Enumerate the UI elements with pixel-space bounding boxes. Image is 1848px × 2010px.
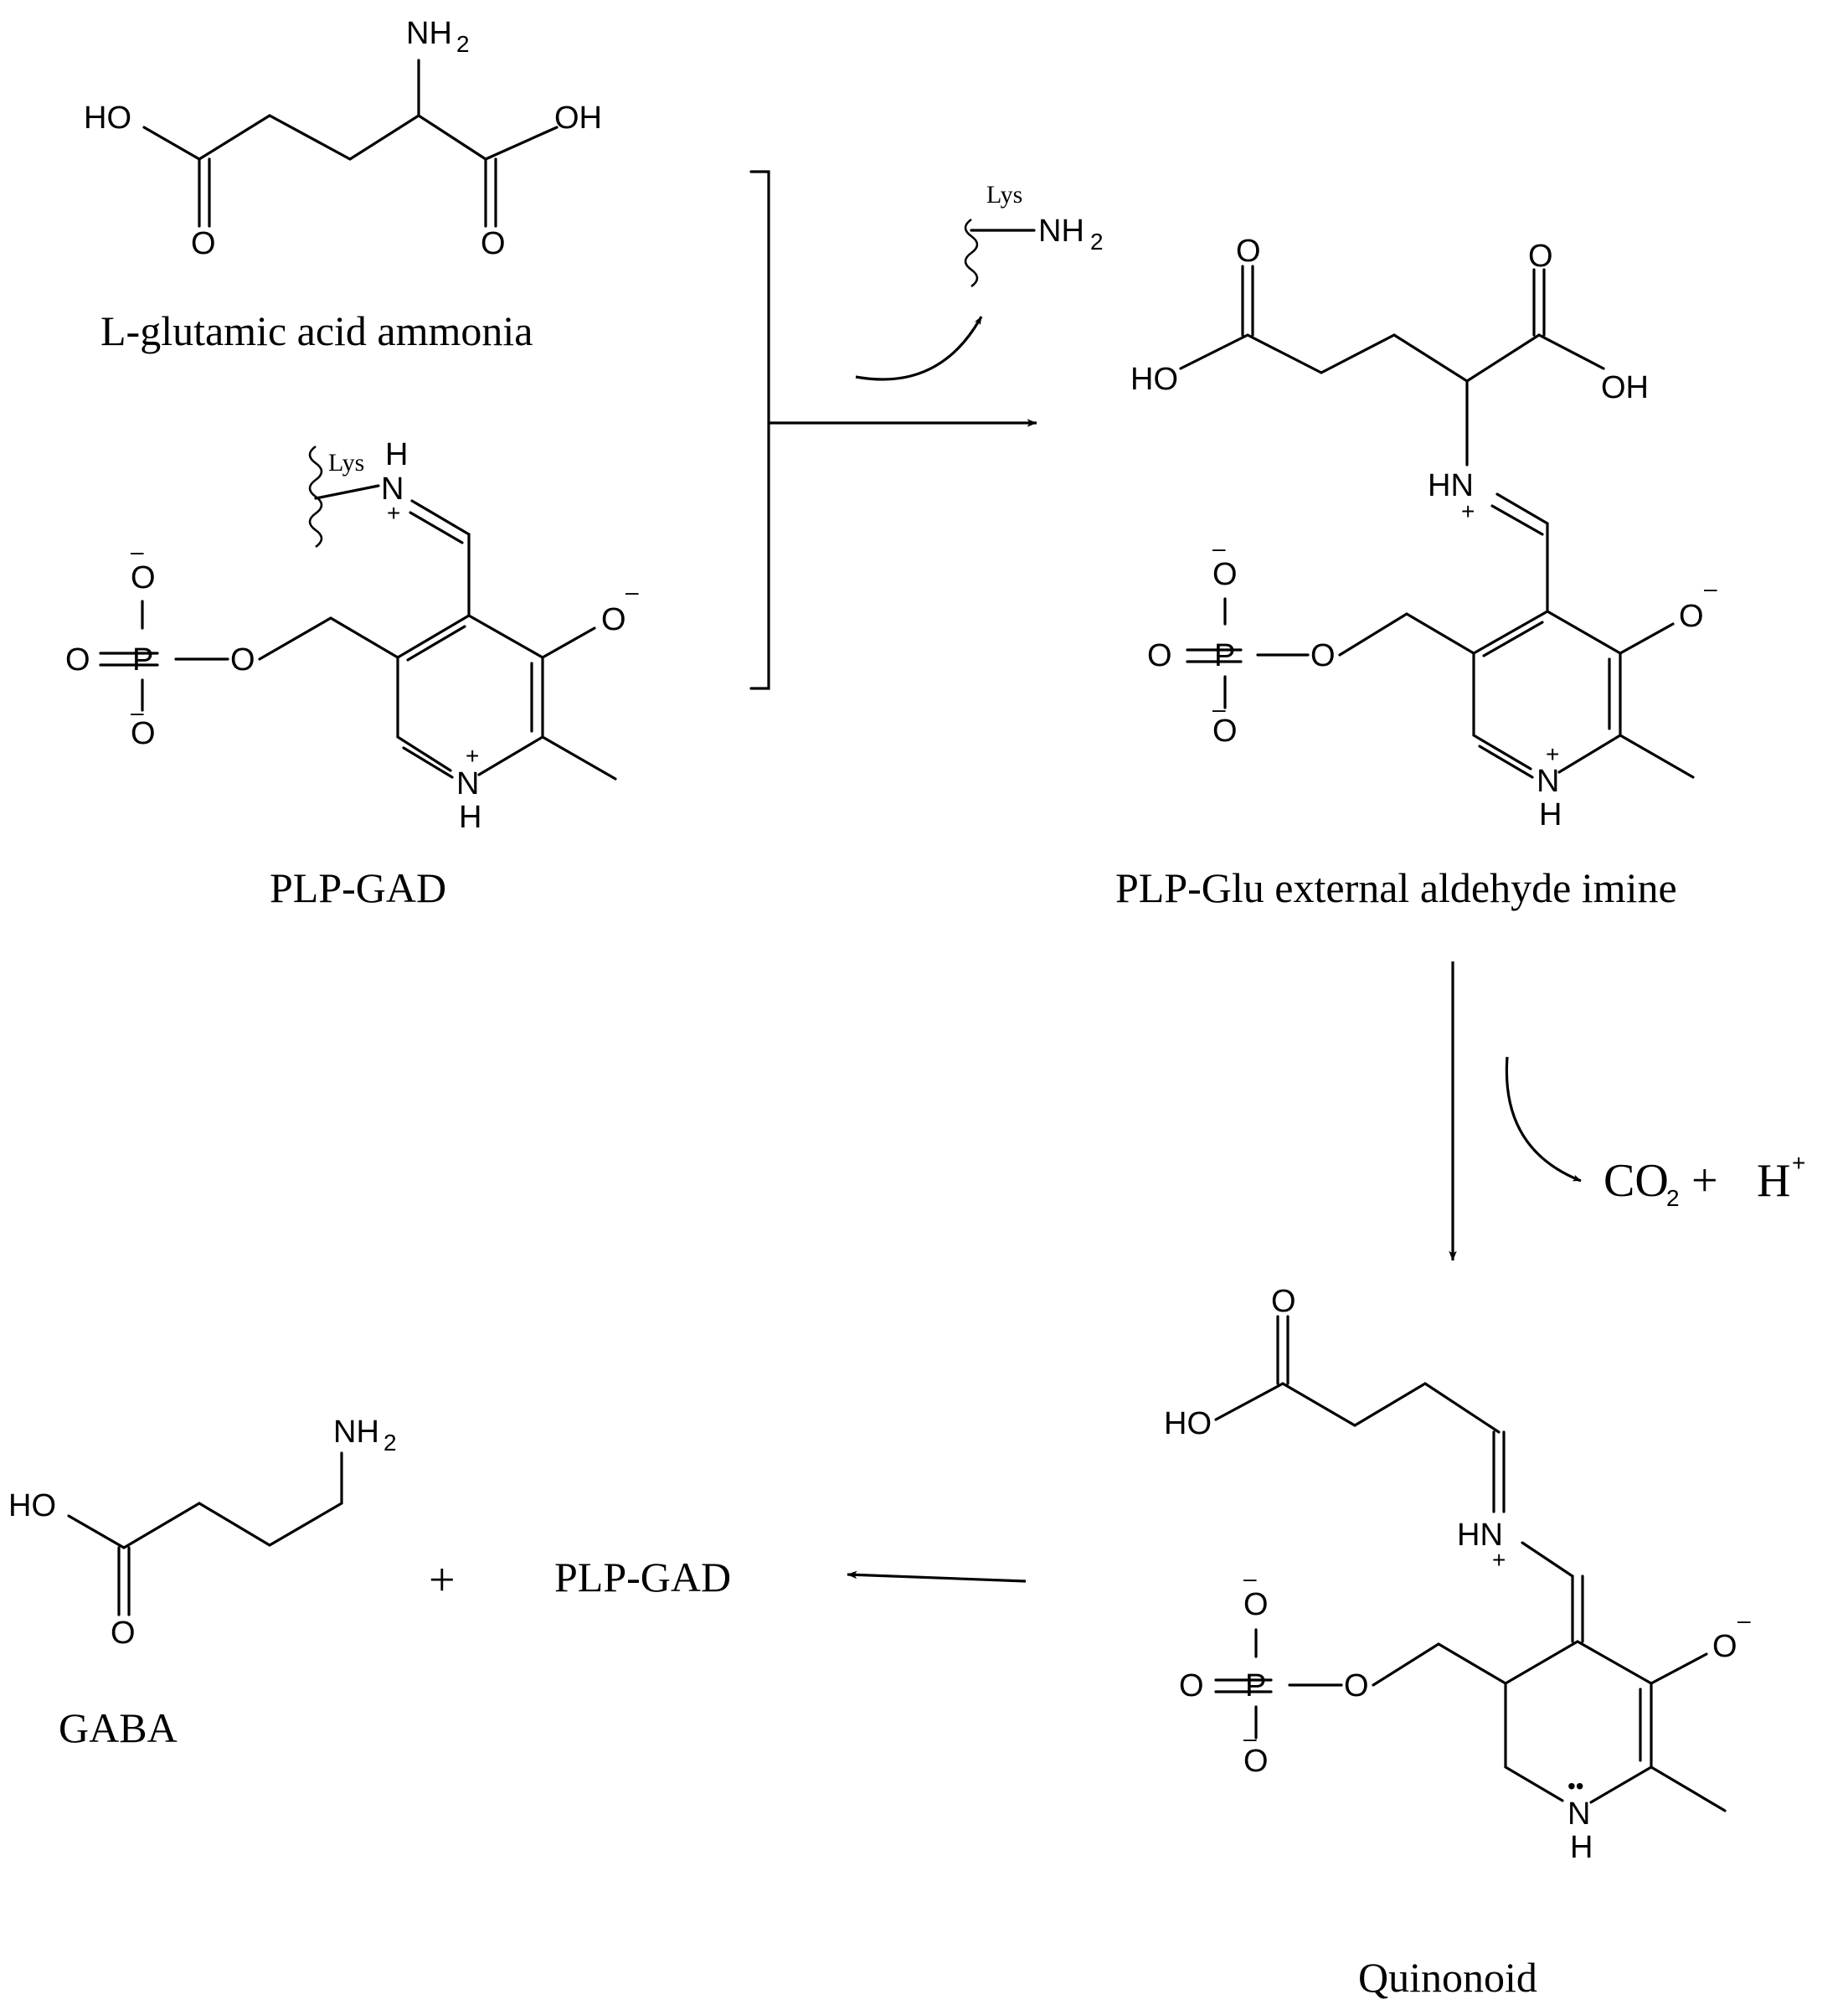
atom-o: O bbox=[1243, 1587, 1269, 1622]
co2-text: CO bbox=[1603, 1155, 1669, 1207]
proton-text: H bbox=[1757, 1155, 1790, 1207]
charge-minus: – bbox=[1243, 1565, 1257, 1591]
decarboxylation-curved-arrow bbox=[1505, 1056, 1582, 1183]
charge-minus: – bbox=[1704, 575, 1717, 601]
charge-minus: – bbox=[1243, 1725, 1257, 1751]
atom-o: O bbox=[1528, 239, 1553, 274]
label-plp-gad-top: PLP-GAD bbox=[270, 864, 446, 911]
atom-o: O bbox=[1243, 1744, 1269, 1779]
atom-o: O bbox=[111, 1616, 136, 1651]
gaba-structure: HO O NH 2 bbox=[8, 1415, 397, 1651]
atom-sub: 2 bbox=[383, 1430, 397, 1456]
atom-h: H bbox=[459, 800, 481, 835]
release-curved-arrow bbox=[855, 316, 983, 381]
charge-plus: + bbox=[1546, 741, 1559, 767]
atom-o: O bbox=[230, 642, 255, 678]
atom-o: O bbox=[1147, 638, 1172, 673]
atom-o: O bbox=[65, 642, 90, 678]
atom-p: P bbox=[132, 642, 153, 678]
atom-oh: OH bbox=[1601, 370, 1649, 405]
label-plp-gad-bottom: PLP-GAD bbox=[554, 1554, 731, 1600]
atom-sub: 2 bbox=[456, 31, 470, 57]
atom-n: N bbox=[1567, 1796, 1590, 1832]
atom-h: H bbox=[1539, 797, 1562, 832]
atom-p: P bbox=[1245, 1668, 1266, 1703]
atom-ho: HO bbox=[8, 1488, 56, 1523]
charge-minus: – bbox=[131, 539, 144, 564]
quinonoid-structure: HO O HN + O – O P O O – O – N •• H bbox=[1164, 1284, 1751, 1865]
atom-o: O bbox=[1344, 1668, 1369, 1703]
charge-plus: + bbox=[466, 743, 479, 769]
atom-o: O bbox=[191, 226, 216, 261]
atom-h: H bbox=[385, 437, 408, 472]
charge-plus: + bbox=[387, 500, 400, 526]
atom-oh: OH bbox=[554, 100, 602, 136]
atom-h: H bbox=[1570, 1830, 1593, 1865]
plus-sign: + bbox=[429, 1554, 456, 1606]
charge-minus: – bbox=[1212, 535, 1226, 561]
charge-minus: – bbox=[131, 699, 144, 725]
plus-sign: + bbox=[1691, 1155, 1718, 1207]
charge-plus: + bbox=[1461, 498, 1475, 524]
atom-nh2: NH bbox=[406, 16, 452, 51]
label-glutamic-acid: L-glutamic acid ammonia bbox=[100, 307, 533, 354]
lysine-nh2-released: Lys NH 2 bbox=[964, 181, 1104, 288]
atom-n: N bbox=[456, 766, 479, 801]
atom-ho: HO bbox=[1130, 362, 1178, 397]
atom-o: O bbox=[1271, 1284, 1296, 1319]
label-gaba: GABA bbox=[59, 1704, 178, 1751]
atom-nh2: NH bbox=[1038, 214, 1084, 249]
atom-o: O bbox=[1179, 1668, 1204, 1703]
atom-p: P bbox=[1214, 638, 1235, 673]
label-external-imine: PLP-Glu external aldehyde imine bbox=[1115, 864, 1677, 911]
glutamic-acid-structure: HO OH O O NH 2 bbox=[84, 16, 602, 261]
charge-minus: – bbox=[1212, 696, 1226, 722]
atom-o: O bbox=[481, 226, 506, 261]
atom-hn: HN bbox=[1457, 1518, 1503, 1553]
atom-o: O bbox=[131, 716, 156, 751]
lys-label: Lys bbox=[328, 449, 364, 477]
atom-o: O bbox=[601, 602, 626, 637]
atom-o: O bbox=[1310, 638, 1336, 673]
proton-charge: + bbox=[1792, 1150, 1805, 1176]
lone-pair: •• bbox=[1567, 1773, 1584, 1799]
label-quinonoid: Quinonoid bbox=[1358, 1954, 1537, 2001]
charge-minus: – bbox=[625, 579, 639, 605]
co2-h-byproducts: CO 2 + H + bbox=[1603, 1150, 1805, 1211]
plp-gad-structure: Lys H N + O – O P O O – O – N + H bbox=[65, 437, 639, 835]
co2-subscript: 2 bbox=[1666, 1185, 1680, 1211]
atom-n: N bbox=[1537, 764, 1559, 799]
atom-sub: 2 bbox=[1090, 229, 1104, 255]
atom-o: O bbox=[1212, 714, 1238, 749]
reactant-bracket bbox=[749, 170, 770, 690]
atom-ho: HO bbox=[1164, 1406, 1212, 1441]
atom-o: O bbox=[131, 560, 156, 595]
atom-hn: HN bbox=[1428, 468, 1474, 503]
charge-plus: + bbox=[1492, 1547, 1506, 1573]
atom-o: O bbox=[1679, 599, 1704, 634]
external-imine-structure: HO OH O O HN + O – O P O O – O – N + H bbox=[1130, 234, 1717, 832]
atom-o: O bbox=[1212, 557, 1238, 592]
atom-o: O bbox=[1236, 234, 1261, 269]
reaction-arrow-3 bbox=[847, 1570, 1027, 1583]
atom-n: N bbox=[381, 472, 404, 507]
atom-o: O bbox=[1712, 1629, 1737, 1664]
atom-nh2: NH bbox=[333, 1415, 379, 1450]
charge-minus: – bbox=[1737, 1607, 1751, 1633]
lys-label: Lys bbox=[986, 181, 1022, 209]
atom-ho: HO bbox=[84, 100, 131, 136]
